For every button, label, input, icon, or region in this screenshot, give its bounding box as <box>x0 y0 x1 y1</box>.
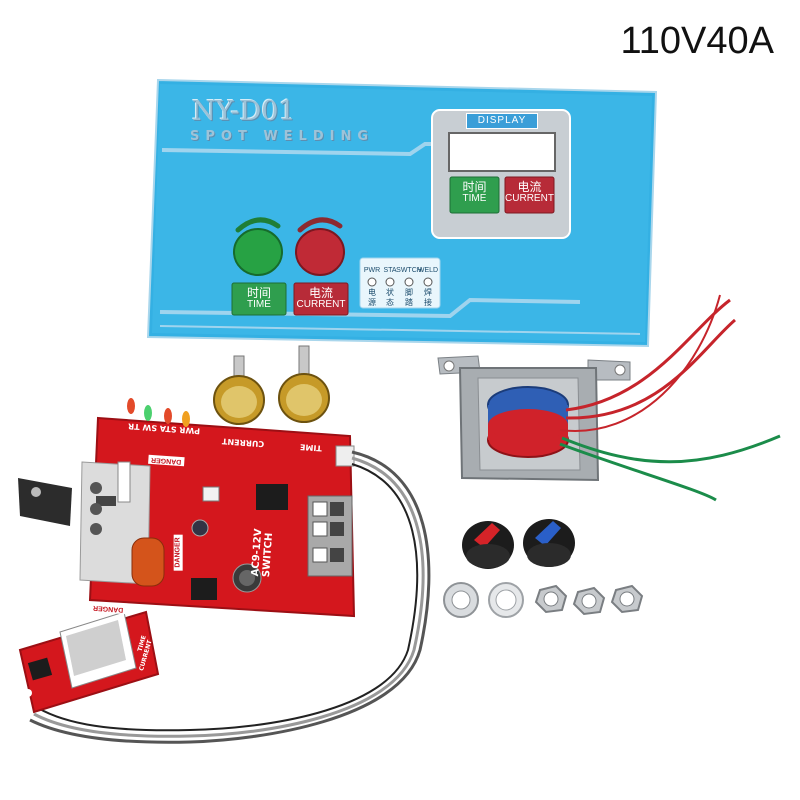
current-button-label: 电流 CURRENT <box>294 287 348 311</box>
led-zh-sta: 状 态 <box>384 288 396 308</box>
panel-subtitle: SPOT WELDING <box>190 129 375 144</box>
led-label-switch: SWTCH <box>396 267 422 274</box>
time-key-en: TIME <box>462 193 487 204</box>
weld-led-icon <box>423 277 433 287</box>
current-potentiometer <box>213 355 265 425</box>
pwr-led-icon <box>367 277 377 287</box>
time-label-plate <box>231 282 287 316</box>
ribbon-cable <box>29 450 431 744</box>
led-zh-char: 踏 <box>405 298 413 307</box>
fuse <box>131 537 165 587</box>
pcb-led-icon <box>144 405 152 421</box>
triac <box>18 478 72 526</box>
current-key-label: 电流 CURRENT <box>505 181 554 205</box>
membrane-panel <box>146 78 658 348</box>
led-zh-weld: 焊 接 <box>422 288 434 308</box>
time-potentiometer <box>278 345 330 423</box>
led-zh-char: 焊 <box>424 288 432 297</box>
current-key-zh: 电流 <box>517 180 542 194</box>
current-key[interactable] <box>504 176 555 214</box>
display-tag: DISPLAY <box>466 113 538 129</box>
panel-brand: NY-D01 <box>192 96 296 127</box>
switch-led-icon <box>404 277 414 287</box>
knobs <box>462 519 575 569</box>
transformer <box>437 294 781 502</box>
led-label-sta: STA <box>383 267 397 274</box>
current-label-plate <box>293 282 349 316</box>
main-pcb <box>18 345 356 618</box>
led-zh-char: 态 <box>386 298 394 307</box>
display-window <box>448 132 556 172</box>
time-button-label: 时间 TIME <box>232 287 286 311</box>
ic-chip <box>256 484 288 510</box>
washers-and-nuts <box>443 582 644 618</box>
pcb-led-icon <box>164 408 172 424</box>
current-button-en: CURRENT <box>296 299 346 310</box>
current-button-zh: 电流 <box>308 286 333 300</box>
sta-led-icon <box>385 277 395 287</box>
led-zh-char: 接 <box>424 298 432 307</box>
time-key[interactable] <box>449 176 500 214</box>
blue-knob-cap <box>535 521 561 546</box>
led-zh-char: 电 <box>368 288 376 297</box>
current-key-en: CURRENT <box>505 193 554 204</box>
led-zh-char: 源 <box>368 298 376 307</box>
led-zh-switch: 脚 踏 <box>403 288 415 308</box>
pcb-led-icon <box>182 411 190 427</box>
pcb-time-label: TIME <box>299 442 323 453</box>
spec-label: 110V40A <box>620 20 774 62</box>
display-frame <box>431 109 571 239</box>
pcb-led-icon <box>127 398 135 414</box>
led-zh-char: 脚 <box>405 288 413 297</box>
led-zh-char: 状 <box>386 288 394 297</box>
display-board <box>18 610 160 714</box>
time-key-zh: 时间 <box>462 180 487 194</box>
red-knob-cap <box>474 523 500 548</box>
time-button-zh: 时间 <box>246 286 271 300</box>
time-button-en: TIME <box>247 299 271 310</box>
led-block <box>359 257 441 309</box>
current-round-button[interactable] <box>295 228 345 276</box>
led-label-pwr: PWR <box>363 267 381 274</box>
time-key-label: 时间 TIME <box>450 181 499 205</box>
danger-label: DANGER <box>173 534 183 571</box>
led-label-weld: WELD <box>417 267 439 274</box>
led-zh-pwr: 电 源 <box>366 288 378 308</box>
time-round-button[interactable] <box>233 228 283 276</box>
